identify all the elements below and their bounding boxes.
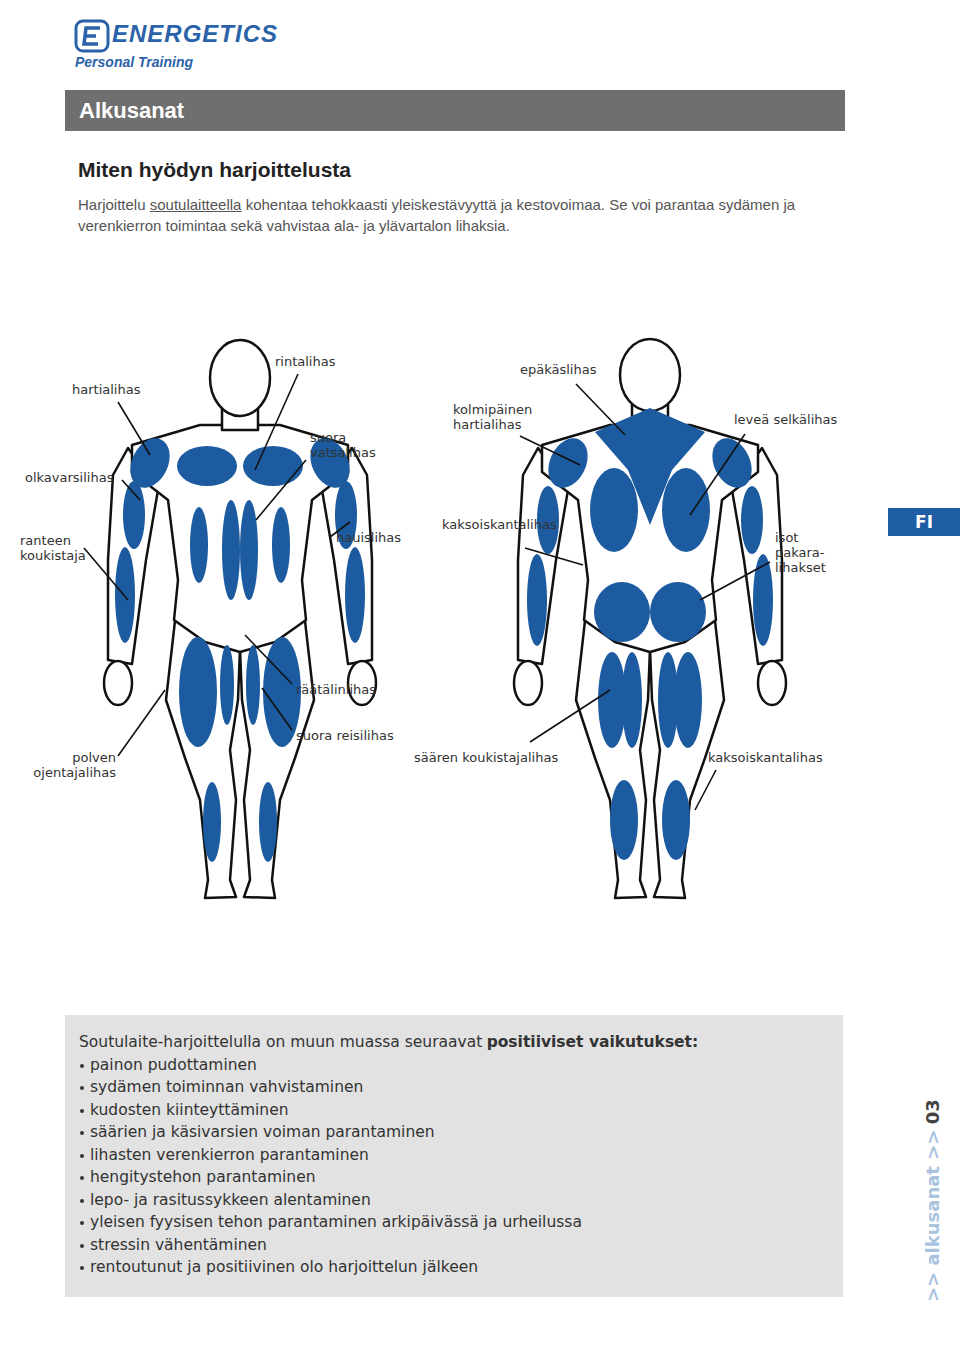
list-item: sydämen toiminnan vahvistaminen — [79, 1076, 829, 1099]
bullet-dot — [80, 1199, 84, 1203]
muscle-label: polven ojentajalihas — [20, 750, 116, 780]
item-text: lepo- ja rasitussykkeen alentaminen — [90, 1191, 371, 1209]
muscle-label: hartialihas — [72, 382, 140, 397]
muscle-label: rintalihas — [275, 354, 335, 369]
muscle-label: säären koukistajalihas — [414, 750, 558, 765]
front-muscles — [115, 432, 365, 862]
bullet-dot — [80, 1086, 84, 1090]
item-text: lihasten verenkierron parantaminen — [90, 1146, 369, 1164]
muscle-label: kolmipäinen hartialihas — [453, 402, 533, 432]
muscle-label: suora vatsalihas — [310, 430, 372, 460]
list-item: säärien ja käsivarsien voiman parantamin… — [79, 1121, 829, 1144]
muscle-label: hauislihas — [336, 530, 401, 545]
item-text: hengitystehon parantaminen — [90, 1168, 316, 1186]
bullet-dot — [80, 1221, 84, 1225]
back-muscles — [527, 408, 773, 860]
bullet-dot — [80, 1064, 84, 1068]
band-title: Alkusanat — [79, 98, 184, 123]
muscle-label: suora reisilihas — [296, 728, 394, 743]
logo-wordmark: ENERGETICS — [112, 20, 278, 48]
list-item: rentoutunut ja positiivinen olo harjoitt… — [79, 1256, 829, 1279]
bullet-dot — [80, 1131, 84, 1135]
item-text: sydämen toiminnan vahvistaminen — [90, 1078, 363, 1096]
item-text: stressin vähentäminen — [90, 1236, 267, 1254]
item-text: yleisen fyysisen tehon parantaminen arki… — [90, 1213, 582, 1231]
item-text: kudosten kiinteyttäminen — [90, 1101, 289, 1119]
muscle-label: leveä selkälihas — [734, 412, 837, 427]
muscle-label: olkavarsilihas — [25, 470, 113, 485]
list-item: kudosten kiinteyttäminen — [79, 1099, 829, 1122]
bullet-dot — [80, 1109, 84, 1113]
list-item: yleisen fyysisen tehon parantaminen arki… — [79, 1211, 829, 1234]
section-band: Alkusanat — [65, 90, 845, 131]
intro-bold: positiiviset vaikutukset: — [487, 1033, 699, 1051]
muscle-label: ranteen koukistaja — [20, 533, 82, 563]
list-item: lihasten verenkierron parantaminen — [79, 1144, 829, 1167]
list-item: painon pudottaminen — [79, 1054, 829, 1077]
leader-lines — [84, 374, 770, 810]
item-text: rentoutunut ja positiivinen olo harjoitt… — [90, 1258, 478, 1276]
intro-line: Soutulaite-harjoittelulla on muun muassa… — [79, 1031, 829, 1054]
tab-text: FI — [915, 512, 933, 532]
intro-text: Soutulaite-harjoittelulla on muun muassa… — [79, 1033, 482, 1051]
page-heading: Miten hyödyn harjoittelusta — [78, 158, 351, 182]
front-figure — [104, 340, 376, 898]
item-text: painon pudottaminen — [90, 1056, 257, 1074]
page-marker: >> alkusanat >> 03 — [922, 1099, 943, 1302]
muscle-label: epäkäslihas — [520, 362, 596, 377]
language-tab: FI — [888, 508, 960, 536]
muscle-label: isot pakara-lihakset — [775, 530, 847, 575]
list-item: lepo- ja rasitussykkeen alentaminen — [79, 1189, 829, 1212]
logo-tagline: Personal Training — [75, 54, 193, 70]
muscle-label: räätälinlihas — [296, 682, 376, 697]
benefits-box: Soutulaite-harjoittelulla on muun muassa… — [65, 1015, 843, 1297]
bullet-dot — [80, 1244, 84, 1248]
muscle-label: kaksoiskantalihas — [442, 517, 557, 532]
muscle-label: kaksoiskantalihas — [708, 750, 823, 765]
item-text: säärien ja käsivarsien voiman parantamin… — [90, 1123, 435, 1141]
bullet-dot — [80, 1266, 84, 1270]
bullet-dot — [80, 1176, 84, 1180]
bullet-dot — [80, 1154, 84, 1158]
paragraph-text: soutulaitteella — [150, 196, 242, 213]
intro-paragraph: Harjoittelusoutulaitteellakohentaa tehok… — [78, 194, 823, 236]
page-number: 03 — [922, 1099, 943, 1124]
logo: ENERGETICS — [112, 20, 278, 48]
list-item: hengitystehon parantaminen — [79, 1166, 829, 1189]
logo-icon — [76, 21, 108, 51]
paragraph-text: Harjoittelu — [78, 196, 146, 213]
list-item: stressin vähentäminen — [79, 1234, 829, 1257]
marker-text: >> alkusanat >> — [922, 1130, 943, 1302]
